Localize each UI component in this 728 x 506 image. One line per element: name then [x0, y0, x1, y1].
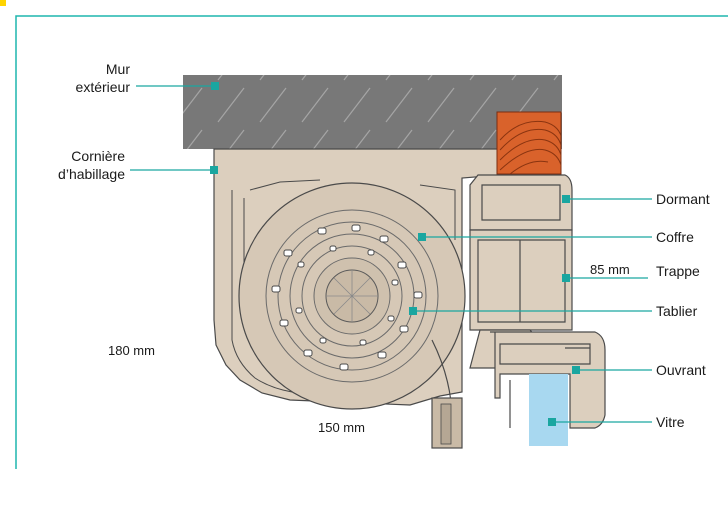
label-corniere-line2: d’habillage	[58, 166, 125, 182]
window-frame-dormant	[469, 174, 573, 369]
shutter-roll	[238, 182, 466, 410]
label-vitre: Vitre	[656, 414, 685, 430]
wood-frame	[496, 111, 562, 175]
tablier-slat	[431, 339, 463, 449]
label-mur-line1: Mur	[105, 61, 130, 77]
label-exterieur: extérieur	[50, 78, 130, 96]
corner-accent	[0, 0, 6, 6]
dimension-width: 150 mm	[318, 420, 365, 435]
dimension-height: 180 mm	[108, 343, 155, 358]
label-trappe: Trappe	[656, 263, 700, 279]
frame-border	[15, 15, 728, 469]
label-dormant: Dormant	[656, 191, 710, 207]
label-mur: Mur	[60, 60, 130, 78]
label-coffre: Coffre	[656, 229, 694, 245]
dimension-trappe: 85 mm	[590, 262, 630, 277]
leader-lines	[130, 85, 652, 423]
label-habillage: d’habillage	[40, 165, 125, 183]
label-mur-line2: extérieur	[75, 79, 130, 95]
label-tablier: Tablier	[656, 303, 698, 319]
label-corniere-line1: Cornière	[71, 148, 125, 164]
label-corniere: Cornière	[40, 147, 125, 165]
label-ouvrant: Ouvrant	[656, 362, 706, 378]
glass-pane	[529, 374, 568, 446]
